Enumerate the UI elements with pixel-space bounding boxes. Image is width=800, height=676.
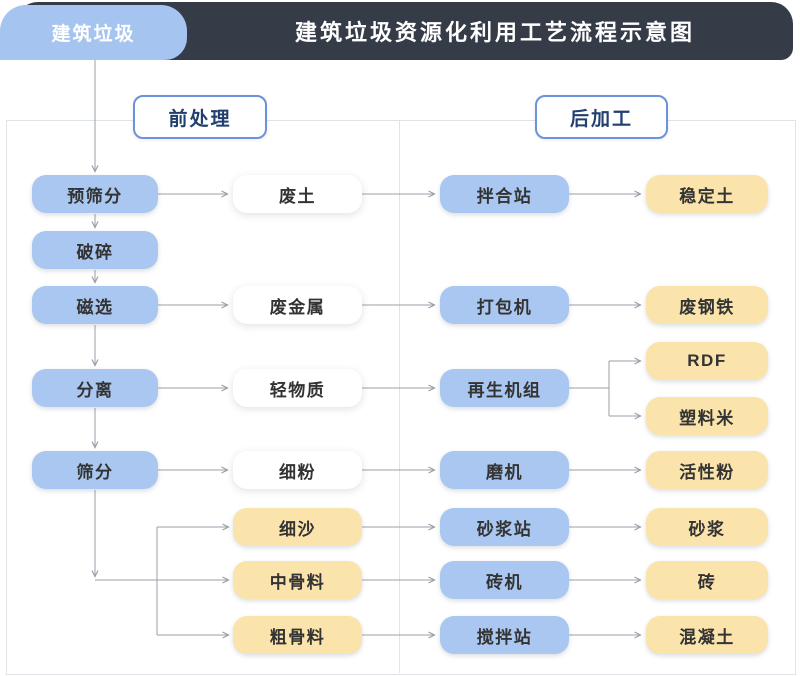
node-mortar: 砂浆 bbox=[646, 508, 768, 546]
node-magnetic-separation: 磁选 bbox=[32, 286, 158, 324]
node-active-powder: 活性粉 bbox=[646, 451, 768, 489]
node-concrete: 混凝土 bbox=[646, 616, 768, 654]
node-separation: 分离 bbox=[32, 369, 158, 407]
section-label-pre-processing: 前处理 bbox=[133, 95, 267, 139]
node-mortar-plant: 砂浆站 bbox=[440, 508, 569, 546]
node-brick: 砖 bbox=[646, 561, 768, 599]
node-brick-machine: 砖机 bbox=[440, 561, 569, 599]
node-waste-metal: 废金属 bbox=[233, 286, 362, 324]
node-concrete-mixing-plant: 搅拌站 bbox=[440, 616, 569, 654]
node-coarse-aggregate: 粗骨料 bbox=[233, 616, 362, 654]
node-fine-sand: 细沙 bbox=[233, 508, 362, 546]
node-rdf: RDF bbox=[646, 342, 768, 380]
node-stabilized-soil: 稳定土 bbox=[646, 175, 768, 213]
node-medium-aggregate: 中骨料 bbox=[233, 561, 362, 599]
node-waste-steel: 废钢铁 bbox=[646, 286, 768, 324]
section-divider bbox=[399, 120, 400, 673]
node-waste-soil: 废土 bbox=[233, 175, 362, 213]
node-regeneration-unit: 再生机组 bbox=[440, 369, 569, 407]
diagram-title: 建筑垃圾资源化利用工艺流程示意图 bbox=[294, 20, 695, 45]
node-mixing-plant: 拌合站 bbox=[440, 175, 569, 213]
node-pre-screening: 预筛分 bbox=[32, 175, 158, 213]
node-screening: 筛分 bbox=[32, 451, 158, 489]
node-plastic-pellets: 塑料米 bbox=[646, 397, 768, 435]
node-fine-powder: 细粉 bbox=[233, 451, 362, 489]
node-crushing: 破碎 bbox=[32, 231, 158, 269]
node-light-material: 轻物质 bbox=[233, 369, 362, 407]
node-baler: 打包机 bbox=[440, 286, 569, 324]
source-node-construction-waste: 建筑垃圾 bbox=[0, 5, 187, 60]
section-label-post-processing: 后加工 bbox=[535, 95, 668, 139]
node-mill: 磨机 bbox=[440, 451, 569, 489]
